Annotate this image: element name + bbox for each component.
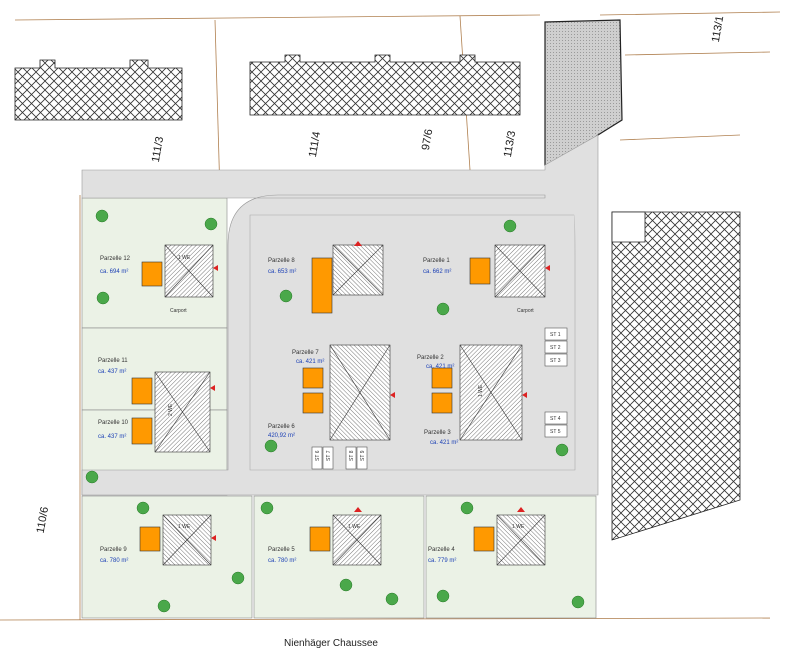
trees xyxy=(85,209,585,613)
parcel-3-units: 1 WE xyxy=(478,384,484,397)
parking-labels: ST 1 ST 2 ST 3 ST 4 ST 5 ST 6 ST 7 ST 8 … xyxy=(170,308,561,461)
parcel-5-name: Parzelle 5 xyxy=(268,547,295,553)
street-name: Nienhäger Chaussee xyxy=(284,638,378,649)
parcel-12-name: Parzelle 12 xyxy=(100,256,131,262)
houses xyxy=(131,244,546,566)
parcel-1-name: Parzelle 1 xyxy=(423,258,450,264)
parcel-2-area: ca. 421 m² xyxy=(426,364,454,370)
parcel-8-name: Parzelle 8 xyxy=(268,258,295,264)
entrance-arrows xyxy=(210,241,550,541)
parcel-labels: Parzelle 12 ca. 694 m² Parzelle 8 ca. 65… xyxy=(98,255,525,564)
parcel-9-name: Parzelle 9 xyxy=(100,547,127,553)
parcel-12-units: 1 WE xyxy=(178,255,191,261)
parcel-11-name: Parzelle 11 xyxy=(98,358,128,364)
parcel-9-units: 1 WE xyxy=(178,524,191,530)
parking-st7: ST 7 xyxy=(326,450,332,461)
existing-buildings xyxy=(14,54,741,541)
parcel-4-area: ca. 779 m² xyxy=(428,558,456,564)
cadastral-110-6: 110/6 xyxy=(35,506,51,534)
parcel-8-area: ca. 653 m² xyxy=(268,269,296,275)
parking-st1: ST 1 xyxy=(550,332,561,338)
cadastral-111-3: 111/3 xyxy=(150,136,166,164)
parcel-4-units: 1 WE xyxy=(512,524,525,530)
parking-spaces xyxy=(311,327,568,470)
parcel-10-name: Parzelle 10 xyxy=(98,420,129,426)
parking-st3: ST 3 xyxy=(550,358,561,364)
parcel-3-name: Parzelle 3 xyxy=(424,430,451,436)
carport-label-1: Carport xyxy=(517,308,534,314)
parking-st4: ST 4 xyxy=(550,416,561,422)
parcel-2-name: Parzelle 2 xyxy=(417,355,444,361)
carport-label-12: Carport xyxy=(170,308,187,314)
cadastral-97-6: 97/6 xyxy=(420,128,436,151)
parcel-9-area: ca. 780 m² xyxy=(100,558,128,564)
parcel-11-area: ca. 437 m² xyxy=(98,369,126,375)
parking-st9: ST 9 xyxy=(360,450,366,461)
parking-st6: ST 6 xyxy=(315,450,321,461)
parcel-10-area: ca. 437 m² xyxy=(98,434,126,440)
parcel-5-units: 1 WE xyxy=(348,524,361,530)
cadastral-111-4: 111/4 xyxy=(307,131,323,159)
parcel-1-area: ca. 662 m² xyxy=(423,269,451,275)
parking-st5: ST 5 xyxy=(550,429,561,435)
parcel-5-area: ca. 780 m² xyxy=(268,558,296,564)
parcel-7-name: Parzelle 7 xyxy=(292,350,319,356)
parcel-10-units: 2 WE xyxy=(168,403,174,416)
parking-st2: ST 2 xyxy=(550,345,561,351)
parking-st8: ST 8 xyxy=(349,450,355,461)
cadastral-boundaries xyxy=(0,11,781,621)
parcel-6-area: 420,92 m² xyxy=(268,433,295,439)
cadastral-113-1: 113/1 xyxy=(710,15,726,43)
parcel-3-area: ca. 421 m² xyxy=(430,440,458,446)
parcel-6-name: Parzelle 6 xyxy=(268,424,295,430)
cadastral-113-3: 113/3 xyxy=(502,130,518,158)
cadastral-labels: 111/3 111/4 97/6 113/3 113/1 110/6 xyxy=(35,15,727,534)
parcel-12-area: ca. 694 m² xyxy=(100,269,128,275)
parcel-7-area: ca. 421 m² xyxy=(296,359,324,365)
parcel-4-name: Parzelle 4 xyxy=(428,547,455,553)
